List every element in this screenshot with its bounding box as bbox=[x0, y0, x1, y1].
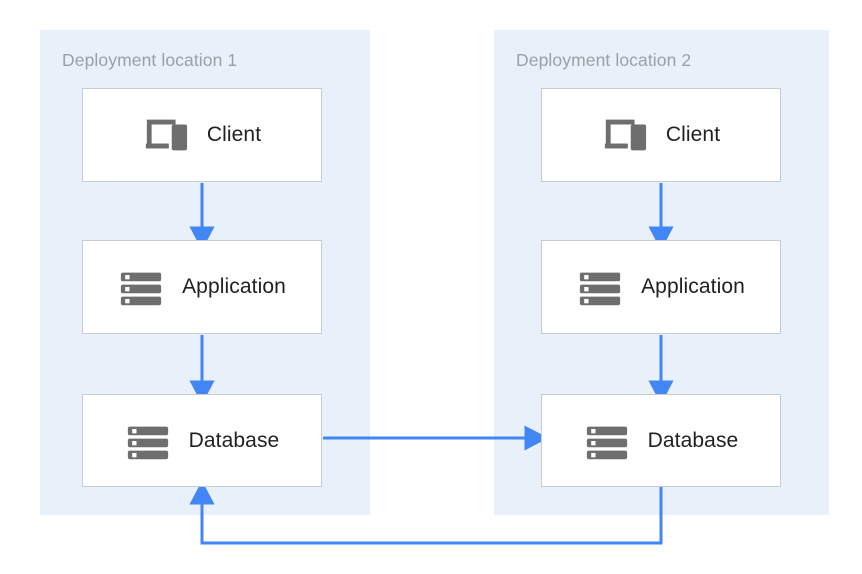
node-client-1-label: Client bbox=[206, 123, 262, 146]
node-database-1-label: Database bbox=[188, 428, 280, 452]
server-stack-icon bbox=[127, 426, 168, 459]
node-database-1[interactable]: Database bbox=[82, 394, 322, 487]
node-client-2-label: Client bbox=[665, 123, 721, 146]
zone-1-label: Deployment location 1 bbox=[62, 50, 238, 70]
server-stack-icon bbox=[579, 272, 621, 306]
server-stack-icon bbox=[120, 272, 162, 306]
node-database-2[interactable]: Database bbox=[541, 394, 781, 487]
node-application-2-label: Application bbox=[641, 275, 745, 298]
node-client-2[interactable]: Client bbox=[541, 88, 781, 182]
client-devices-icon bbox=[145, 119, 187, 151]
client-devices-icon bbox=[604, 119, 646, 151]
node-client-1[interactable]: Client bbox=[82, 88, 322, 182]
server-stack-icon bbox=[586, 426, 627, 459]
node-database-2-label: Database bbox=[647, 428, 739, 452]
node-application-1-label: Application bbox=[182, 275, 286, 298]
node-application-1[interactable]: Application bbox=[82, 240, 322, 334]
zone-2-label: Deployment location 2 bbox=[516, 50, 692, 70]
node-application-2[interactable]: Application bbox=[541, 240, 781, 334]
